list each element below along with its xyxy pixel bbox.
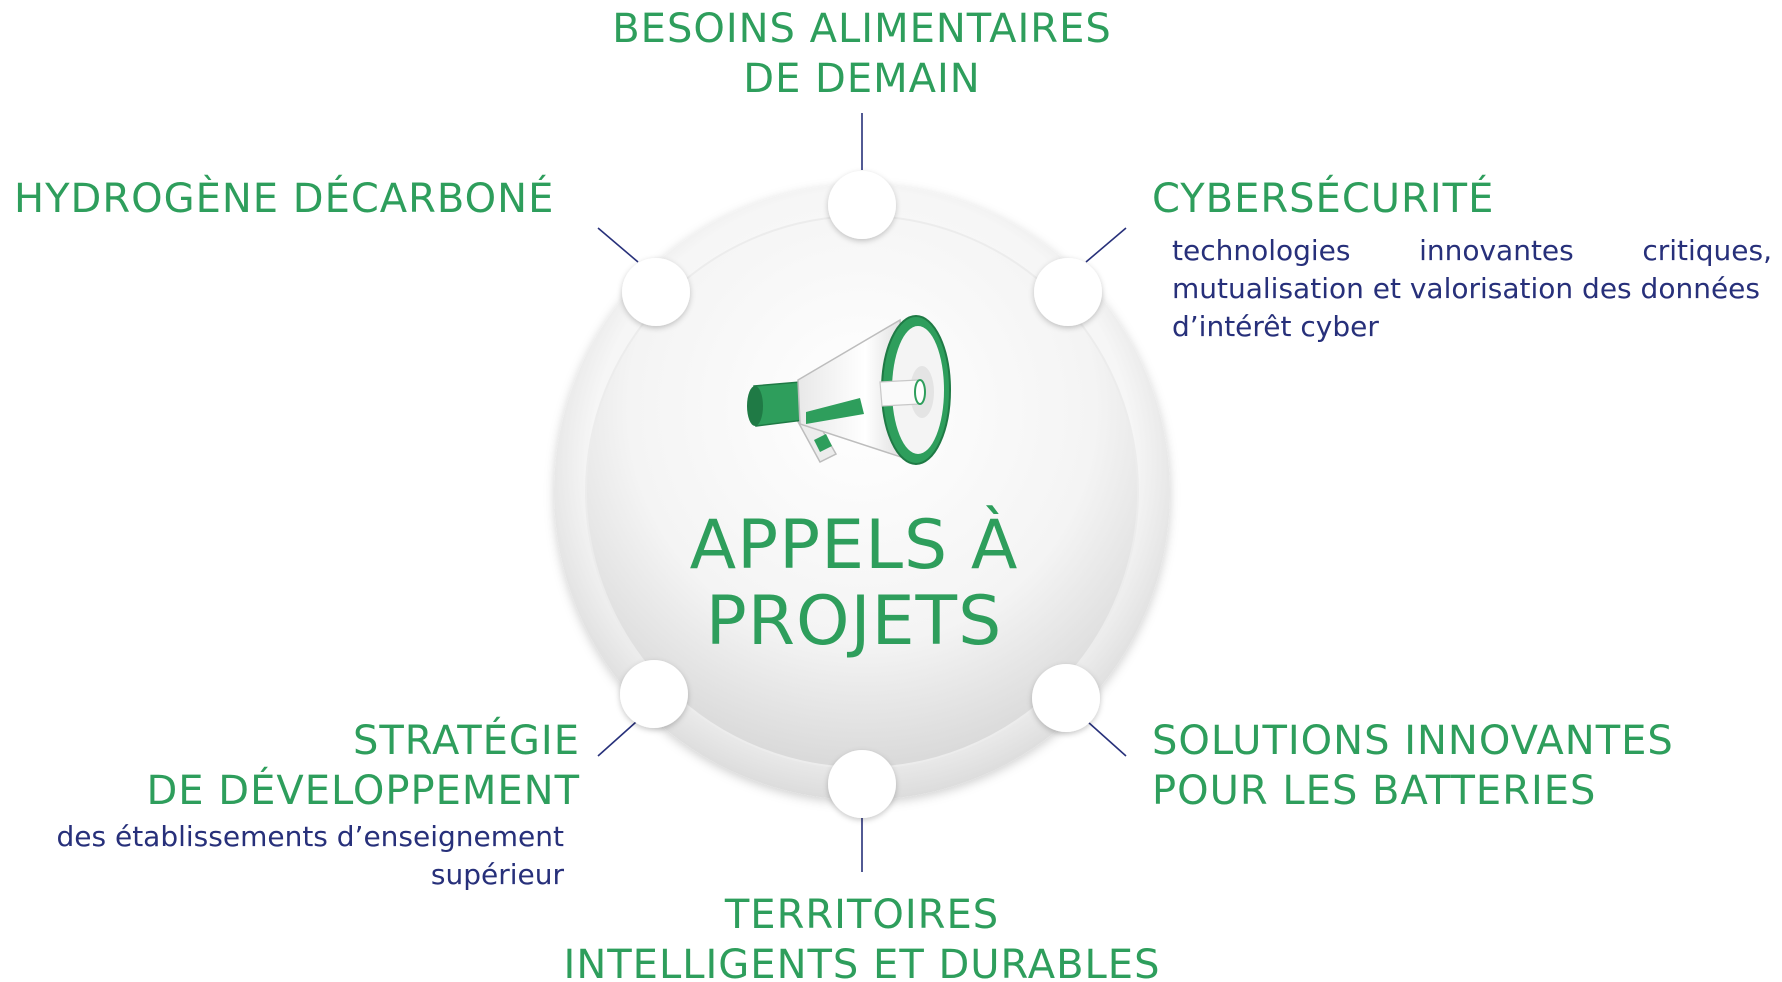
topic-batteries: SOLUTIONS INNOVANTES POUR LES BATTERIES (1152, 716, 1674, 816)
topic-territoires: TERRITOIRES INTELLIGENTS ET DURABLES (520, 890, 1204, 982)
topic-batteries-line2: POUR LES BATTERIES (1152, 768, 1597, 814)
topic-strategie-desc2: supérieur (430, 858, 564, 891)
connector-bottom-right (1087, 721, 1127, 757)
topic-hydrogene-line1: HYDROGÈNE DÉCARBONÉ (14, 176, 555, 222)
node-top (828, 171, 896, 239)
hub-title-line2: PROJETS (705, 582, 1003, 661)
node-bottom-left (620, 660, 688, 728)
topic-cyber-desc1: technologies innovantes critiques, (1172, 234, 1772, 267)
topic-besoins-line1: BESOINS ALIMENTAIRES (612, 6, 1112, 52)
connector-top-left (597, 227, 639, 263)
node-bottom-right (1032, 664, 1100, 732)
topic-batteries-line1: SOLUTIONS INNOVANTES (1152, 718, 1674, 764)
topic-cyber-line1: CYBERSÉCURITÉ (1152, 176, 1495, 222)
hub-title-line1: APPELS À (689, 506, 1019, 585)
topic-territoires-line2: INTELLIGENTS ET DURABLES (563, 942, 1161, 982)
node-top-right (1034, 258, 1102, 326)
node-bottom (828, 750, 896, 818)
topic-strategie: STRATÉGIE DE DÉVELOPPEMENT (20, 716, 580, 816)
topic-cyber-description: technologies innovantes critiques, mutua… (1172, 232, 1772, 346)
topic-territoires-line1: TERRITOIRES (724, 892, 1000, 938)
node-top-left (622, 258, 690, 326)
topic-strategie-line1: STRATÉGIE (352, 718, 580, 764)
topic-besoins-alimentaires: BESOINS ALIMENTAIRES DE DEMAIN (560, 4, 1164, 104)
topic-cybersecurite: CYBERSÉCURITÉ (1152, 174, 1494, 224)
connector-bottom-left (597, 721, 637, 757)
connector-top-right (1085, 227, 1127, 263)
hub-title: APPELS À PROJETS (634, 508, 1074, 660)
topic-strategie-description: des établissements d’enseignement supéri… (14, 818, 564, 894)
topic-cyber-desc2: mutualisation et valorisation des donnée… (1172, 272, 1760, 305)
topic-strategie-line2: DE DÉVELOPPEMENT (146, 768, 580, 814)
topic-besoins-line2: DE DEMAIN (743, 56, 981, 102)
topic-hydrogene: HYDROGÈNE DÉCARBONÉ (14, 174, 554, 224)
topic-cyber-desc3: d’intérêt cyber (1172, 310, 1379, 343)
topic-strategie-desc1: des établissements d’enseignement (56, 820, 564, 853)
megaphone-icon (747, 315, 951, 465)
